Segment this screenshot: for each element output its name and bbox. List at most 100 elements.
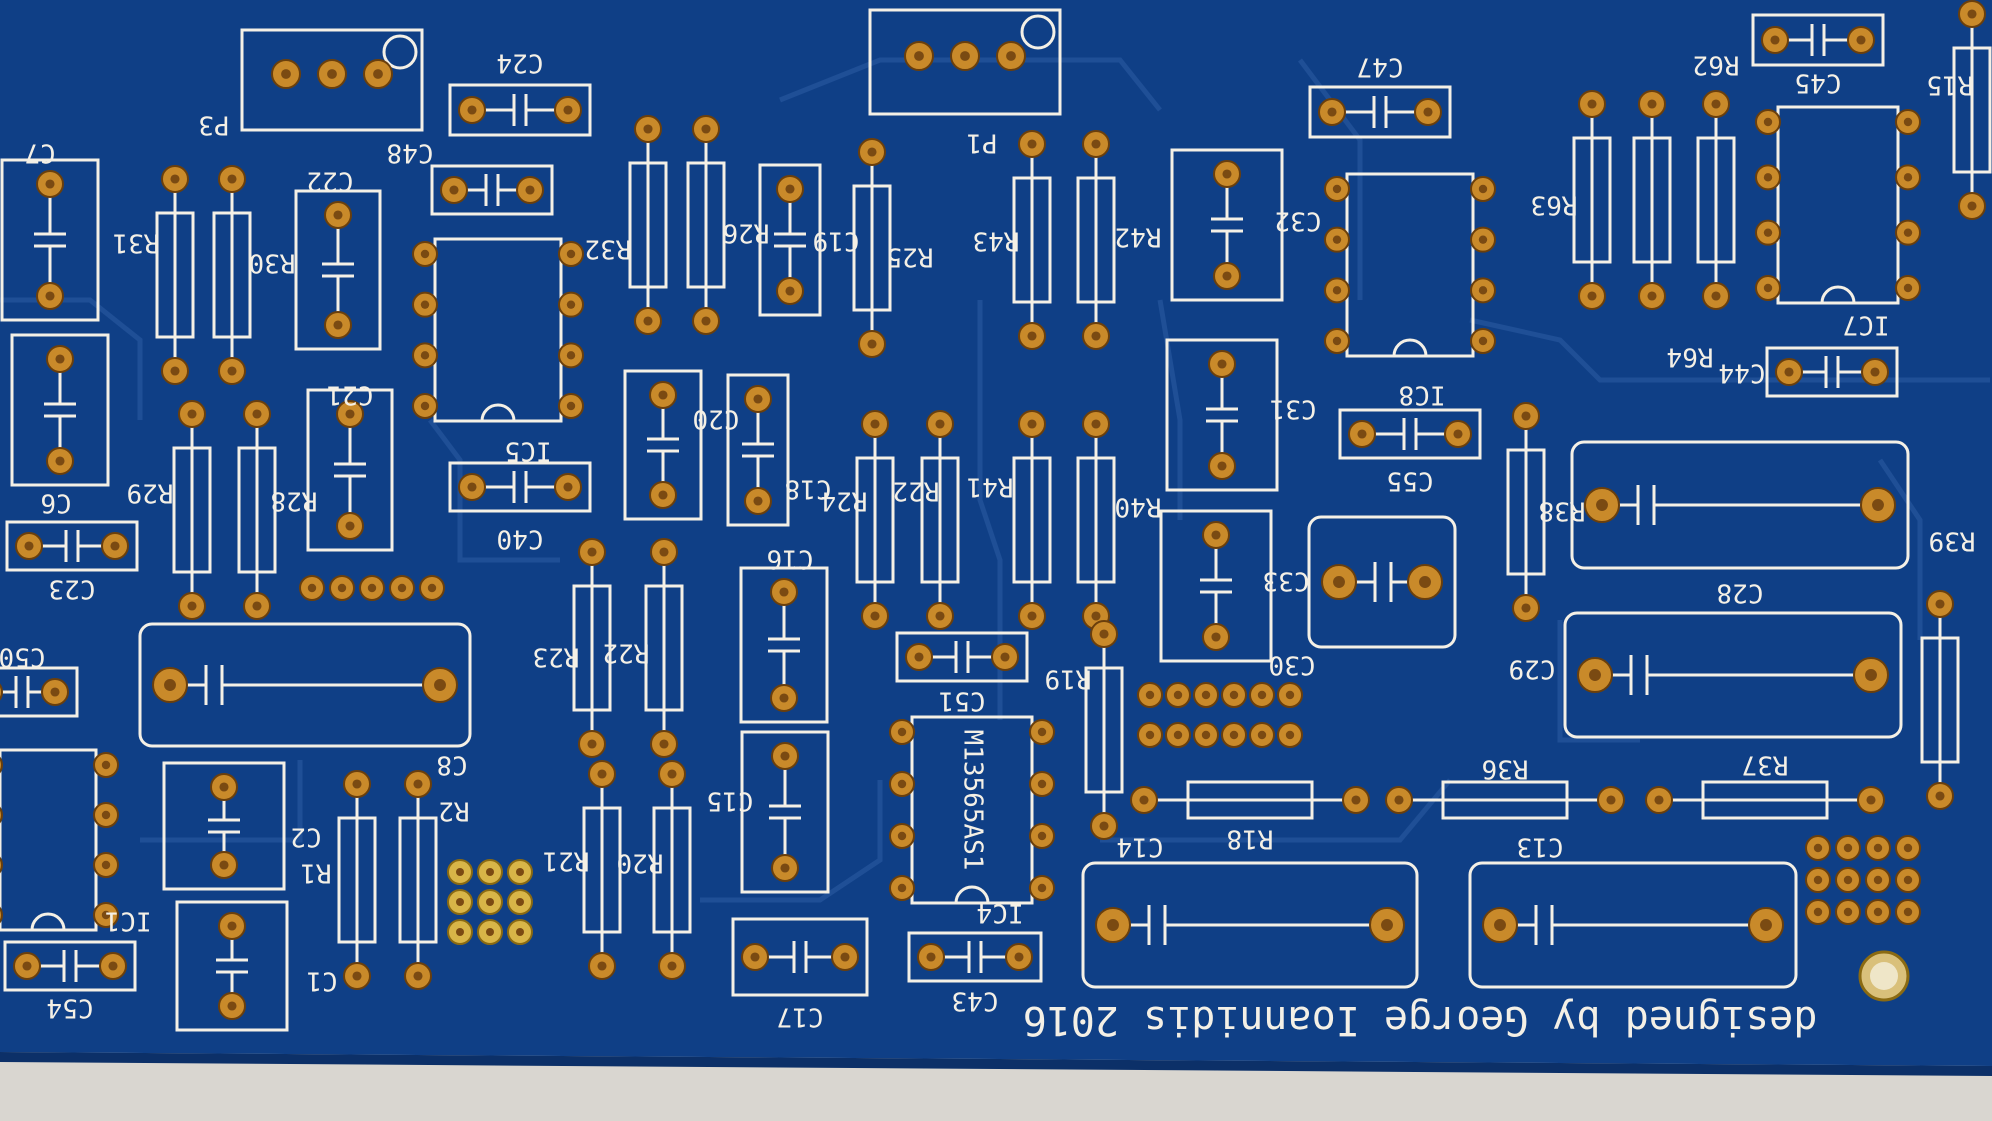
pad-hole (352, 971, 362, 981)
pad-hole (1211, 632, 1221, 642)
solder-pad (0, 683, 3, 701)
pad-hole (1813, 843, 1823, 853)
resistor: R64 (1632, 90, 1713, 372)
ic-notch (480, 403, 516, 422)
component-label: IC1 (105, 906, 152, 936)
solder-pad (210, 773, 238, 801)
solder-pad (507, 859, 533, 885)
pad-hole (1478, 184, 1488, 194)
solder-pad (218, 165, 246, 193)
solder-pad (558, 241, 584, 267)
pad-hole (870, 419, 880, 429)
component-label: IC8 (1399, 380, 1446, 410)
pad-hole (750, 952, 760, 962)
solder-pad (658, 760, 686, 788)
pad-hole (897, 883, 907, 893)
pad-hole (914, 51, 924, 61)
pad-hole (897, 727, 907, 737)
component-label: C44 (1719, 358, 1766, 388)
component-label: R30 (249, 248, 296, 278)
pad-hole (1521, 411, 1531, 421)
solder-pad (649, 481, 677, 509)
solder-pad (412, 393, 438, 419)
solder-pad (1029, 771, 1055, 797)
solder-pad (1165, 722, 1191, 748)
pad-hole (1935, 791, 1945, 801)
pad-hole (1027, 139, 1037, 149)
solder-pad (889, 719, 915, 745)
resistor: R22 (893, 410, 960, 630)
solder-pad (324, 311, 352, 339)
solder-pad (1249, 682, 1275, 708)
component-label: C50 (0, 642, 45, 672)
capacitor: C22 (294, 166, 382, 351)
component-label: P3 (198, 110, 229, 140)
solder-pad (1702, 90, 1730, 118)
pad-hole (1201, 690, 1211, 700)
capacitor-outline (1338, 408, 1482, 460)
pad-hole (566, 300, 576, 309)
pad-hole (1139, 795, 1149, 805)
component-label: C30 (1269, 650, 1316, 680)
capacitor: C20 (623, 369, 739, 521)
capacitor-outline (740, 730, 830, 894)
pad-hole (1091, 139, 1101, 149)
solder-pad (507, 919, 533, 945)
pad-hole (1229, 690, 1239, 700)
capacitor-outline (1307, 515, 1457, 649)
pad-hole (281, 69, 291, 79)
pad-ring (0, 906, 3, 924)
resistor: R23 (533, 538, 612, 758)
solder-pad (1865, 867, 1891, 893)
pad-hole (1332, 184, 1342, 194)
solder-pad (243, 592, 271, 620)
pad-hole (926, 952, 936, 962)
solder-pad (93, 902, 119, 928)
pad-hole (345, 409, 355, 419)
component-label: C21 (327, 380, 374, 410)
solder-pad (161, 357, 189, 385)
pad-hole (1332, 336, 1342, 346)
solder-pad (744, 385, 772, 413)
resistor-body (1632, 136, 1672, 264)
resistor: R62 (1693, 50, 1739, 310)
solder-pad (13, 952, 41, 980)
ic-notch (30, 912, 66, 931)
solder-pad (861, 602, 889, 630)
capacitor-outline (3, 940, 137, 992)
solder-pad (336, 512, 364, 540)
pad-hole (1381, 919, 1393, 931)
pad-hole (566, 401, 576, 411)
pad-hole (1872, 499, 1884, 511)
resistor-body (155, 211, 195, 339)
component-label: C40 (497, 524, 544, 554)
ic-notch (954, 885, 990, 904)
capacitor: C24 (448, 48, 592, 137)
solder-pad (1277, 682, 1303, 708)
solder-pad (1029, 719, 1055, 745)
solder-pad (1805, 899, 1831, 925)
pad-hole (1173, 730, 1183, 740)
component-label: C22 (307, 166, 354, 196)
solder-pad (1895, 867, 1921, 893)
pad-hole (1763, 283, 1773, 293)
solder-pad (412, 291, 438, 318)
solder-pad (1165, 682, 1191, 708)
solder-pad (1835, 835, 1861, 861)
resistor-body (1920, 636, 1960, 764)
pad-hole (1843, 875, 1853, 885)
solder-pad (741, 943, 769, 971)
ic-notch (1820, 285, 1856, 304)
solder-pad (634, 115, 662, 143)
pad-hole (227, 174, 237, 184)
resistor: R38 (1506, 402, 1585, 622)
solder-pad (412, 241, 438, 267)
resistor: R21 (543, 760, 622, 980)
capacitor-outline (1570, 440, 1910, 570)
resistor: R30 (212, 165, 296, 385)
component-label: C24 (497, 48, 544, 78)
solder-pad (458, 96, 486, 124)
pad-hole (227, 921, 237, 931)
solder-pad (1865, 899, 1891, 925)
